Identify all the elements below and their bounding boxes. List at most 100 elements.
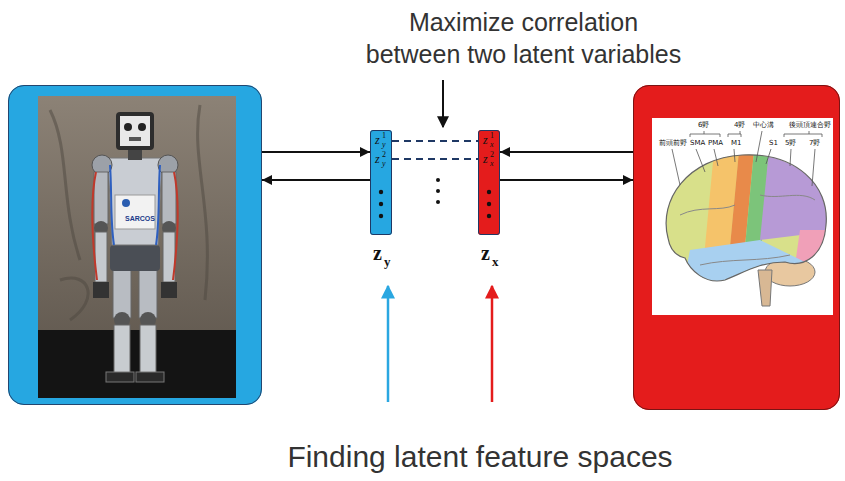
robot-shin (114, 325, 130, 373)
heading-note: Maximize correlation between two latent … (362, 6, 685, 70)
brain-area-label: PMA (708, 140, 723, 147)
vector-element: y (382, 141, 386, 149)
vector-element: 2 (382, 151, 386, 159)
robot-upper-arm (162, 172, 176, 224)
frontal-lobe (650, 140, 840, 310)
dot (487, 190, 491, 194)
label-bracket (690, 131, 720, 137)
correlation-link (392, 158, 478, 160)
robot-thigh (113, 268, 131, 318)
vector-element: y (382, 160, 386, 168)
leader-line (714, 149, 718, 166)
vector-element: z (375, 153, 380, 165)
photo-wall (38, 96, 236, 398)
leader-line (696, 149, 705, 172)
photo-floor (38, 330, 236, 398)
brain-lobes (650, 140, 840, 310)
parietal-lobe (760, 140, 840, 240)
vector-element: 1 (382, 132, 386, 140)
latent-bar-fill (370, 130, 392, 235)
pointer-arrow (491, 286, 494, 402)
brain-area-label: 6野 (698, 122, 709, 129)
dot (379, 214, 383, 218)
robot-logo (122, 199, 130, 207)
brain-sulcus (680, 195, 815, 265)
temporal-lobe (680, 240, 805, 300)
leader-line (756, 131, 762, 162)
vector-element: z (483, 134, 488, 146)
leader-line (734, 149, 735, 162)
robot-thigh (139, 268, 157, 318)
dot (436, 200, 440, 204)
latent-bar-fill (478, 130, 500, 235)
correlation-link (392, 140, 478, 142)
brain-area-label: M1 (731, 140, 742, 147)
vector-name: x (492, 255, 499, 268)
brain-area-label: 中心溝 (753, 122, 774, 129)
brain-leader-lines (672, 131, 822, 186)
vector-name: z (481, 243, 490, 263)
brain-area-label: S1 (769, 140, 778, 147)
latent-vector-bar: z1yz2yzy (370, 130, 392, 235)
mapping-arrow (500, 179, 633, 181)
robot-photo (38, 96, 236, 398)
robot-logo-text: SARCOS (125, 215, 155, 222)
robot-pelvis (110, 245, 160, 271)
ellipsis-dots (379, 178, 491, 218)
robot-face (120, 116, 150, 146)
caption-note: Finding latent feature spaces (200, 440, 760, 474)
dot (487, 214, 491, 218)
robot-foot (106, 372, 134, 382)
leader-line (812, 149, 815, 186)
vector-name: z (373, 243, 382, 263)
brain-panel-fill (633, 85, 840, 410)
vector-element: z (483, 153, 488, 165)
vector-element: 1 (490, 132, 494, 140)
pointer-arrow (442, 80, 444, 127)
brain-outline (666, 155, 826, 281)
dot (487, 202, 491, 206)
connector-group (262, 141, 633, 180)
brain-area-label: SMA (690, 140, 705, 147)
dot (379, 190, 383, 194)
robot-upper-arm (94, 172, 108, 224)
robot-eye (124, 123, 132, 131)
dot (436, 189, 440, 193)
robot-mouth (129, 137, 141, 141)
brain-panel: 前頭前野 6野 SMAPMA 4野 M1 中心溝 S1 5野 後頭頂連合野 7野 (633, 85, 840, 410)
leader-line (672, 149, 680, 185)
brain-area-label: 5野 (785, 140, 796, 147)
label-bracket (728, 131, 741, 137)
brain-illustration (650, 118, 840, 315)
robot-cable (110, 165, 160, 245)
robot-hand (161, 282, 177, 298)
robot-eye (138, 123, 146, 131)
wall-fold (50, 105, 207, 320)
vector-element: 2 (490, 151, 494, 159)
robot-cable (92, 172, 177, 280)
mapping-arrow (500, 151, 633, 153)
robot-panel: SARCOS (8, 85, 262, 405)
latent-vector-bar: z1xz2xzx (478, 130, 500, 235)
robot-hand (93, 282, 109, 298)
robot-torso (108, 158, 162, 245)
brainstem (758, 270, 772, 306)
pointer-arrow (387, 286, 390, 402)
robot-foot (136, 372, 164, 382)
dot (379, 202, 383, 206)
brain-area-label: 後頭頂連合野 (789, 122, 831, 129)
brain-area-label: 7野 (809, 140, 820, 147)
leader-line (790, 149, 791, 166)
vector-element: z (375, 134, 380, 146)
brain-area-label: 前頭前野 (659, 140, 687, 147)
mapping-arrow (262, 179, 370, 181)
brain-area-label: 4野 (734, 122, 745, 129)
robot-head (116, 112, 154, 150)
leader-line (766, 149, 771, 164)
dot (436, 178, 440, 182)
vector-element: x (490, 160, 494, 168)
label-bracket (784, 131, 822, 137)
occipital-lobe (790, 230, 840, 300)
